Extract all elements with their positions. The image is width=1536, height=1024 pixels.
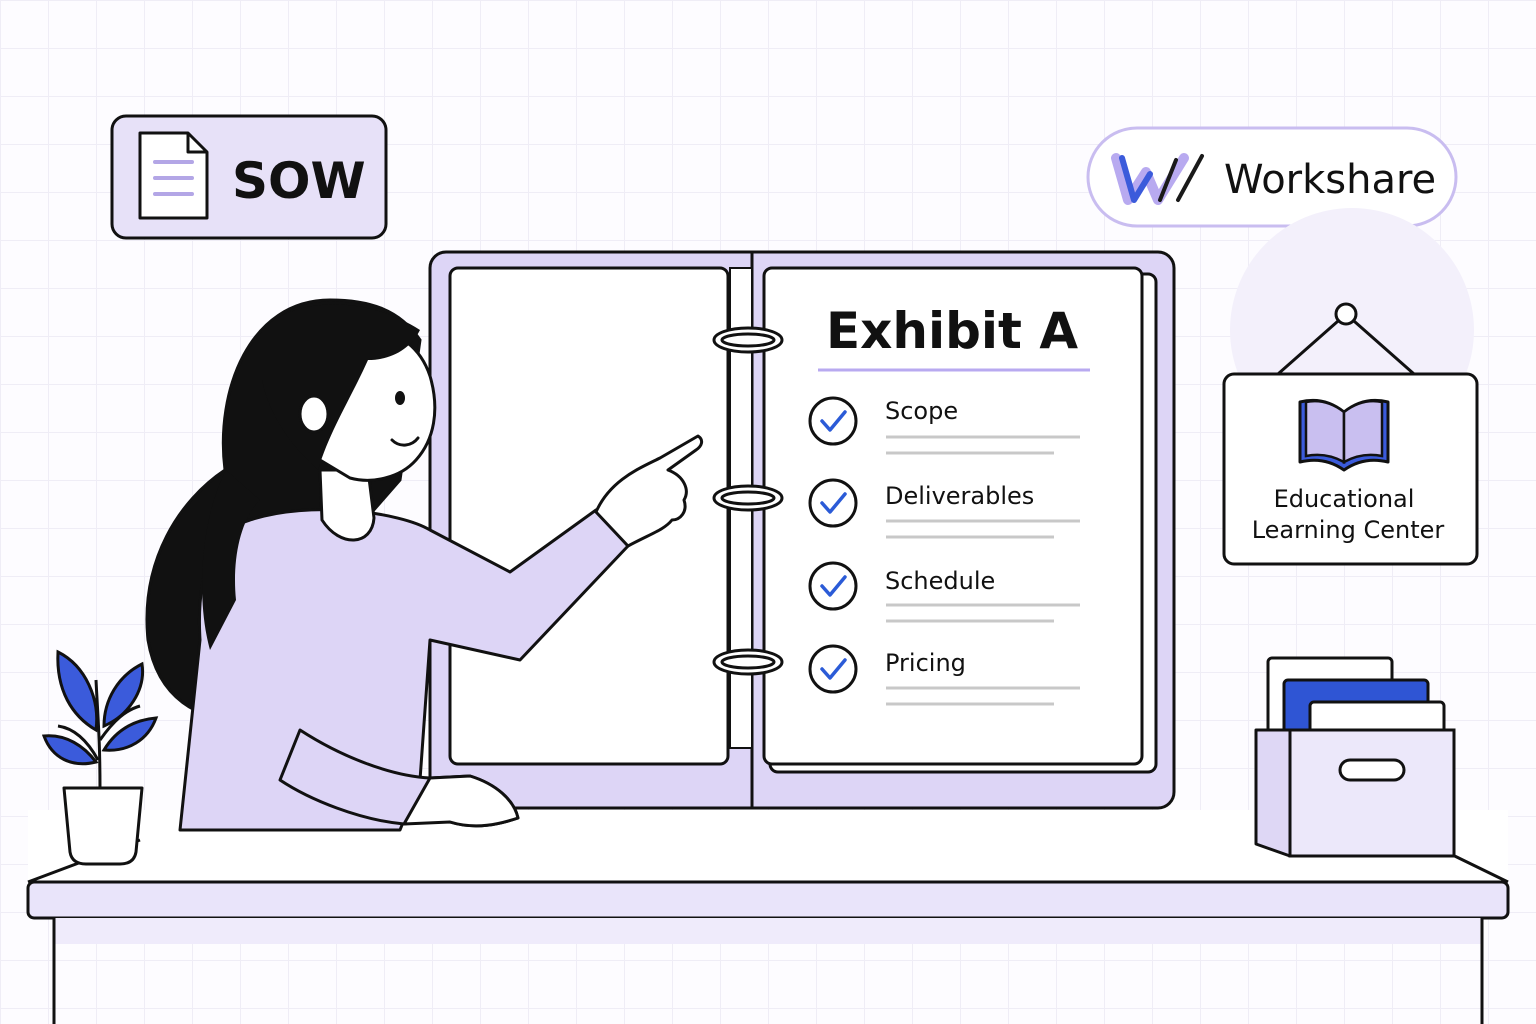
checklist-item: Pricing (808, 644, 1080, 706)
workshare-logo (1111, 153, 1204, 205)
checklist-item: Scope (808, 396, 1080, 455)
check-circle-icon (808, 396, 858, 446)
sow-badge: SOW (110, 114, 388, 240)
binder: Exhibit A Scope Deliverables Schedu (428, 250, 1176, 810)
checklist-item: Schedule (808, 561, 1080, 623)
binder-rings (712, 326, 784, 676)
sow-label: SOW (232, 152, 366, 210)
woman-presenter (145, 298, 704, 832)
check-circle-icon (808, 644, 858, 694)
open-book-icon (1298, 398, 1390, 472)
file-box (1254, 656, 1456, 858)
exhibit-title: Exhibit A (826, 302, 1078, 360)
checklist-item-label: Scope (885, 397, 958, 425)
brand-name: Workshare (1224, 157, 1436, 203)
check-circle-icon (808, 478, 858, 528)
checklist: Scope Deliverables Schedule (808, 396, 1080, 706)
workshare-badge: Workshare (1086, 126, 1458, 228)
checklist-item-label: Pricing (885, 649, 966, 677)
sign-line-1: Educational (1274, 485, 1415, 513)
binder-right-page (762, 266, 1144, 766)
checklist-item-label: Deliverables (885, 482, 1034, 510)
learning-center-sign: Educational Learning Center (1222, 208, 1479, 566)
sign-line-2: Learning Center (1252, 516, 1445, 544)
document-icon (138, 131, 209, 220)
checklist-item-label: Schedule (885, 567, 995, 595)
file-box-handle (1338, 758, 1406, 782)
potted-plant (41, 649, 159, 866)
check-circle-icon (808, 561, 858, 611)
checklist-item: Deliverables (808, 478, 1080, 539)
